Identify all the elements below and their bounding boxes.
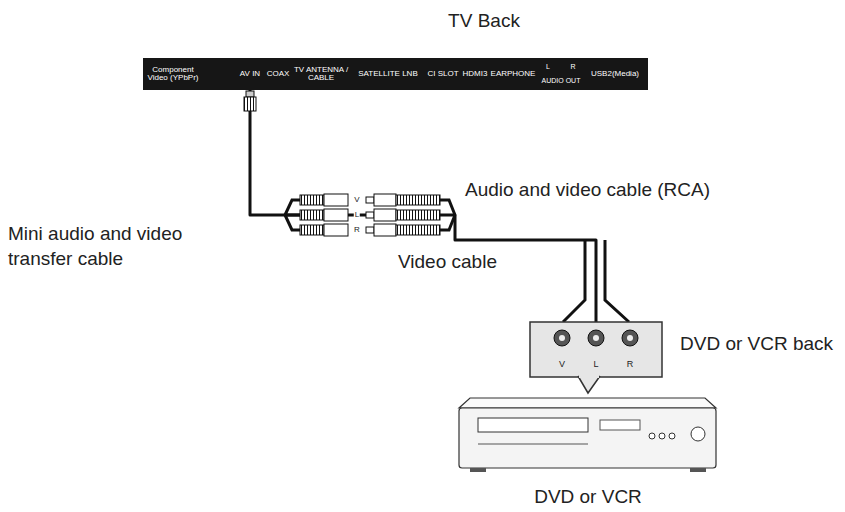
plug-shell [374, 194, 396, 206]
node-text: DVD or VCR [534, 486, 642, 509]
plug-shell [374, 209, 396, 221]
rca-port [554, 330, 570, 346]
button [649, 433, 655, 439]
port-label: HDMI3 [463, 70, 488, 78]
channel-letter: V [353, 195, 360, 205]
cable [250, 90, 596, 322]
rca-port-center [559, 335, 565, 341]
port-label: USB2(Media) [591, 70, 639, 78]
cable-split [563, 240, 629, 322]
dvd-player: DVD or VCR [455, 396, 720, 480]
diagram-title: TV Back [448, 10, 520, 33]
back-panel-box: DVD or VCR backVLR [530, 322, 662, 377]
rca-port-center [593, 335, 599, 341]
rca-port [588, 330, 604, 346]
port-label: CI SLOT [427, 70, 458, 78]
female-connector [300, 210, 324, 220]
node-text: DVD or VCR back [680, 333, 833, 356]
mini-plug [244, 97, 256, 111]
port-label: EARPHONE [491, 70, 536, 78]
female-connector [300, 195, 324, 205]
tv-back-panel: Component Video (YPbPr) AV IN COAXTV ANTEN… [143, 58, 648, 90]
foot [690, 468, 706, 472]
cable-merge [440, 200, 455, 230]
disc-tray [478, 418, 588, 432]
channel-letter: L [354, 210, 360, 220]
port-label: Component Video (YPbPr) [145, 66, 201, 83]
rca-port [622, 330, 638, 346]
port-label: AUDIO OUT [542, 77, 581, 84]
port-label: COAX [267, 70, 290, 78]
callout-tail [578, 376, 600, 393]
button [669, 433, 675, 439]
female-connector [324, 209, 348, 221]
plug-pin [366, 212, 374, 218]
cable-label: Video cable [398, 251, 497, 274]
button [659, 433, 665, 439]
callout-tail-join [579, 376, 599, 378]
dvd-player [459, 398, 716, 472]
female-connector [324, 224, 348, 236]
plug-grip [396, 225, 440, 235]
port-label: R [570, 63, 575, 70]
node-text: L [593, 359, 598, 370]
player-top [459, 398, 716, 408]
cable-label: Mini audio and video transfer cable [8, 222, 223, 271]
female-connector [324, 194, 348, 206]
port-label: TV ANTENNA / CABLE [292, 66, 350, 83]
display [600, 420, 640, 430]
female-connector [300, 225, 324, 235]
port-label: SATELLITE LNB [358, 70, 417, 78]
port-label: L [546, 63, 550, 70]
power-knob [691, 427, 705, 441]
female-rca-connectors [300, 194, 348, 236]
foot [470, 468, 486, 472]
node-text: V [559, 359, 565, 370]
mini-plug-tip [246, 91, 254, 97]
plug-shell [374, 224, 396, 236]
rca-port-center [627, 335, 633, 341]
plug-pin [366, 197, 374, 203]
player-body [459, 408, 716, 468]
front-line [478, 444, 588, 445]
plug-pin [366, 227, 374, 233]
cable-label: Audio and video cable (RCA) [465, 179, 710, 202]
rca-ports [554, 330, 638, 346]
plug-grip [396, 195, 440, 205]
male-rca-plugs [366, 194, 440, 236]
plug-grip [396, 210, 440, 220]
port-label: AV IN [240, 70, 260, 78]
back-panel-box [530, 322, 662, 377]
channel-letter: R [353, 225, 361, 235]
cable-branch [285, 200, 300, 230]
node-text: R [627, 359, 634, 370]
